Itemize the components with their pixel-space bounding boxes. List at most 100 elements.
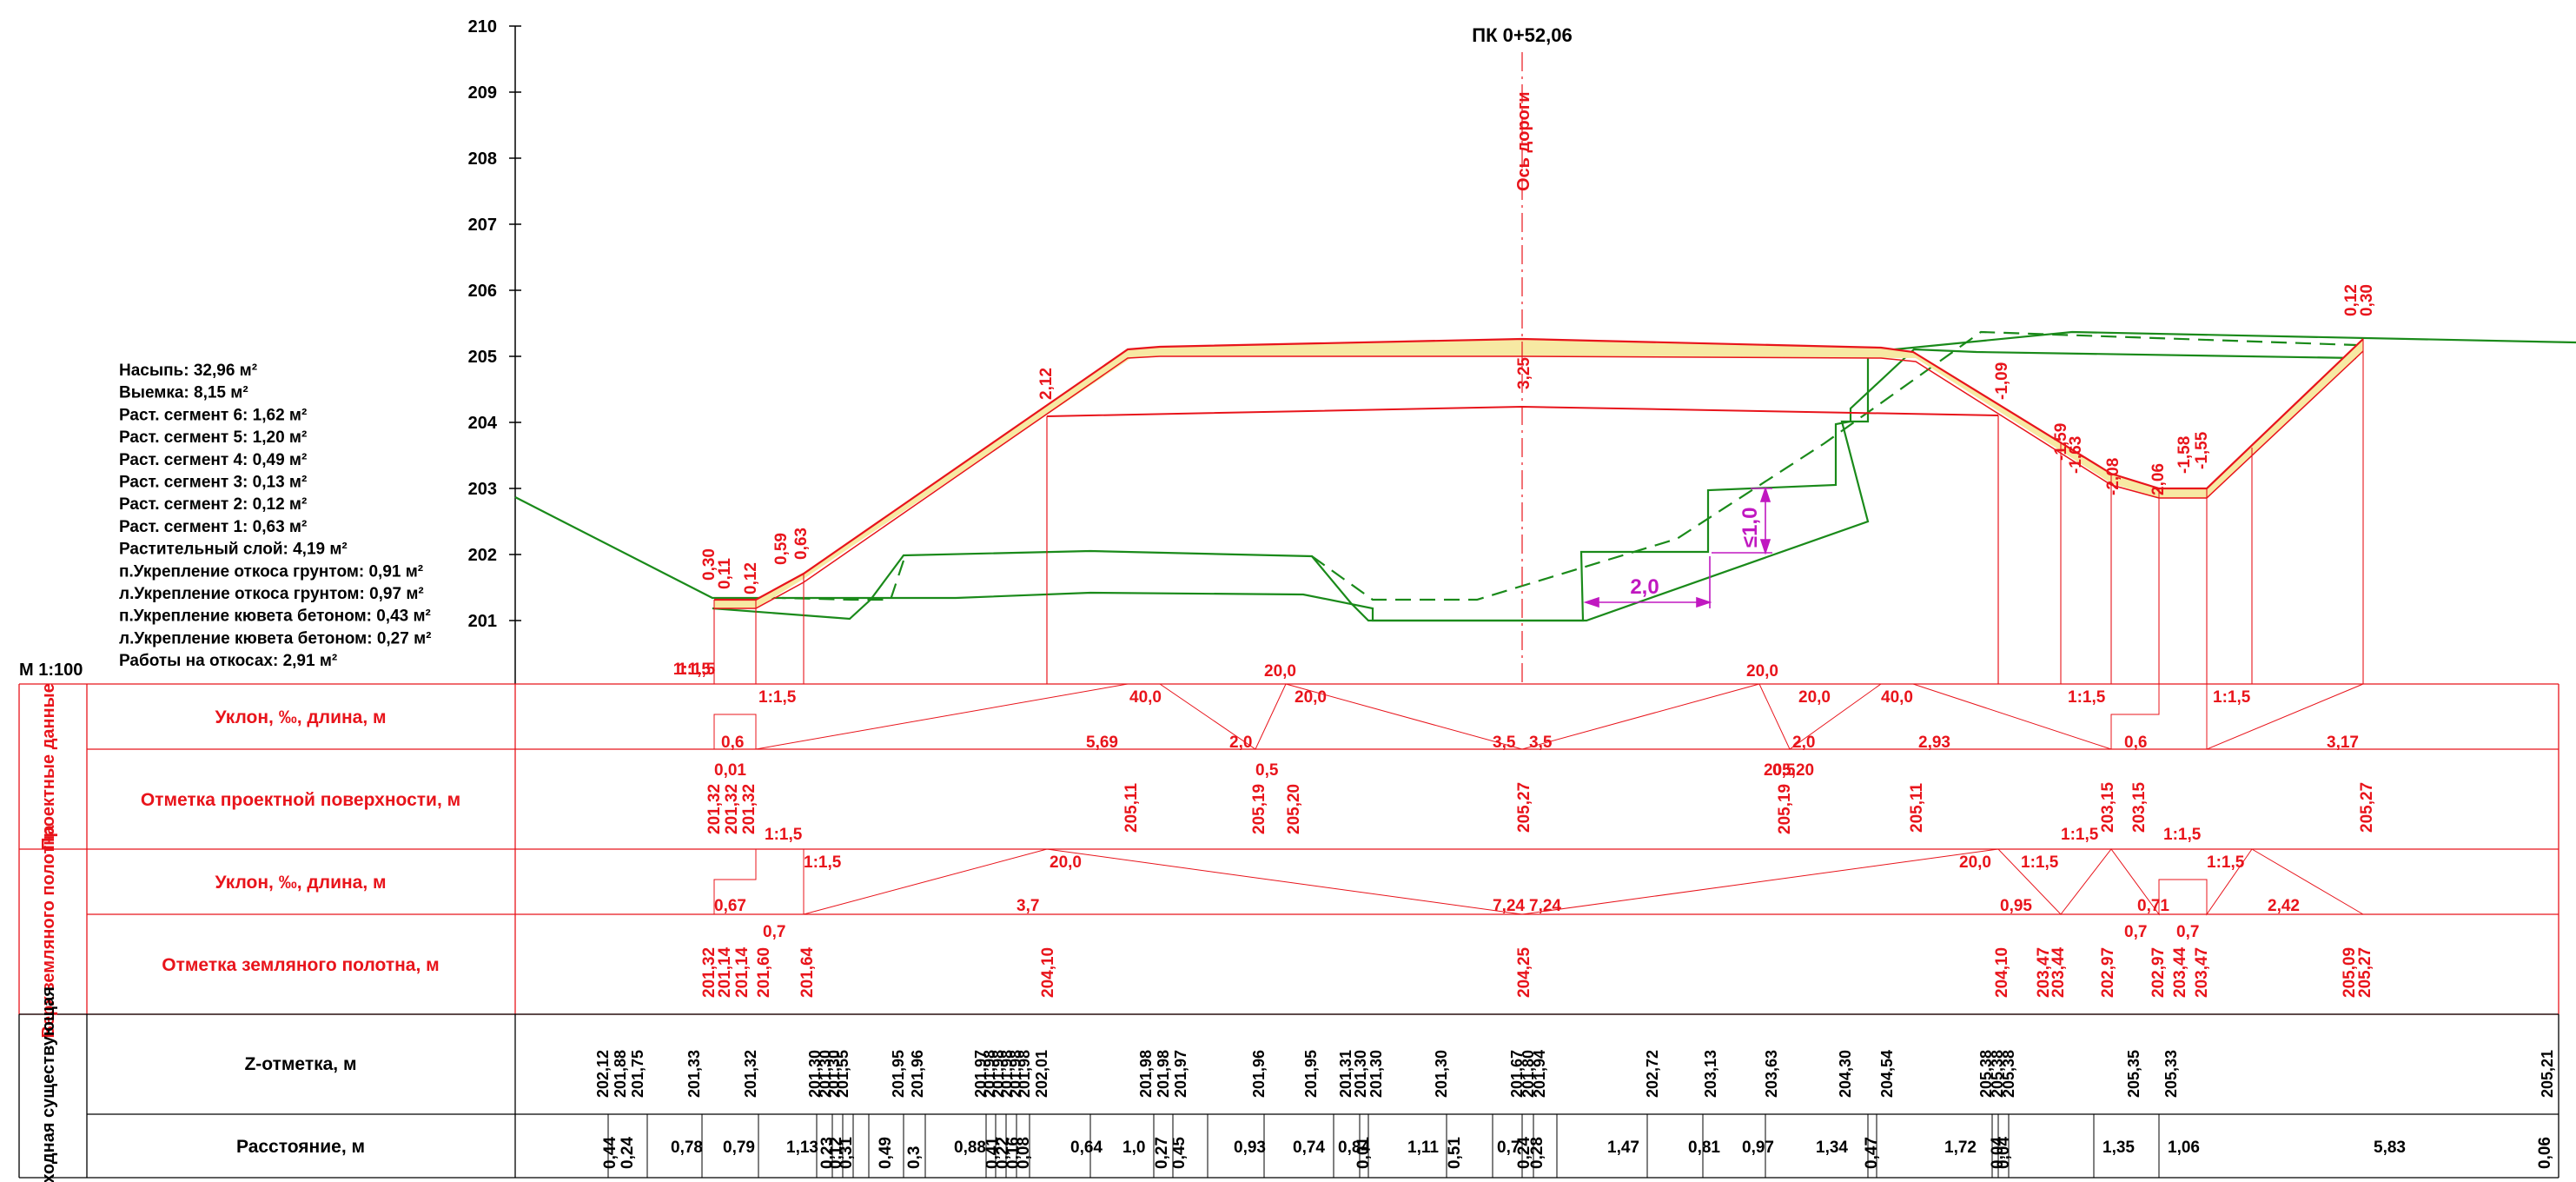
row-label-subgrade-elev: Отметка земляного полотна, м [162, 955, 439, 975]
distance-value: 0,84 [1338, 1139, 1370, 1157]
subgrade-slope-value: 1:1,5 [2061, 826, 2099, 844]
slope-diagram-row3 [713, 848, 2364, 916]
design-slope-value: 20,0 [1746, 662, 1778, 681]
z-elevation-value: 201,94 [1531, 1050, 1548, 1098]
subgrade-elevation-value: 203,44 [2171, 946, 2189, 998]
distance-value: 1,72 [1944, 1139, 1977, 1157]
design-slope-value: 3,5 [1493, 734, 1516, 752]
design-elevation-value: 205,19 [1776, 784, 1794, 834]
subgrade-elevation-value: 201,14 [733, 946, 752, 998]
summary-line: Выемка: 8,15 м² [119, 384, 248, 402]
z-elevation-value: 201,30 [806, 1050, 824, 1098]
distance-value: 1,35 [2103, 1139, 2135, 1157]
distance-value: 0,01 [1354, 1137, 1373, 1169]
summary-line: Насыпь: 32,96 м² [119, 362, 257, 380]
dim-width-label: 2,0 [1630, 575, 1659, 599]
design-slope-value: 1:1,5 [2213, 688, 2251, 707]
group-existing-label: Исходная существующая [39, 986, 58, 1182]
z-elevation-value: 201,98 [990, 1050, 1007, 1098]
z-elevation-value: 204,54 [1878, 1050, 1896, 1098]
elevation-tick-label: 203 [468, 480, 497, 499]
z-elevation-value: 201,96 [1250, 1050, 1268, 1098]
subgrade-elevation-value: 203,47 [2193, 947, 2211, 998]
subgrade-elevation-value: 201,64 [798, 946, 817, 998]
distance-value: 0,88 [954, 1139, 986, 1157]
z-elevation-value: 201,30 [1352, 1050, 1369, 1098]
distance-value: 1,13 [786, 1139, 818, 1157]
subgrade-elevation-value: 205,09 [2341, 947, 2359, 998]
slope-diagram-row1 [713, 683, 2364, 750]
design-slope-value: 3,17 [2327, 734, 2359, 752]
distance-value: 0,64 [1070, 1139, 1103, 1157]
distance-value: 0,08 [1015, 1137, 1033, 1169]
z-elevation-value: 205,33 [2162, 1050, 2180, 1098]
z-elevation-value: 201,98 [1016, 1050, 1033, 1098]
design-elevation-value: 205,19 [1250, 784, 1268, 834]
distance-value: 1,11 [1407, 1139, 1439, 1157]
data-table-grid [18, 683, 2559, 1179]
z-elevation-value: 201,32 [742, 1050, 759, 1098]
elevation-tick-label: 204 [468, 414, 498, 433]
distance-value: 1,47 [1607, 1139, 1639, 1157]
page-title: ПК 0+52,06 [1472, 24, 1573, 46]
distance-value: 0,27 [1153, 1137, 1171, 1169]
z-elevation-value: 205,38 [1989, 1050, 2006, 1098]
subgrade-slope-value: 2,42 [2268, 897, 2300, 915]
slope-label-left: 1:1,5 [673, 661, 712, 679]
profile-height-label: -1,59 [2052, 423, 2070, 461]
subgrade-slope-value: 1:1,5 [2021, 853, 2059, 872]
row6-ticks [607, 1114, 2559, 1178]
z-elevation-value: 202,12 [594, 1050, 612, 1098]
subgrade-slope-value: 0,95 [2000, 897, 2032, 915]
design-elevation-value: 205,27 [1515, 782, 1533, 833]
z-elevation-value: 201,55 [834, 1050, 851, 1098]
projection-lines [713, 339, 2364, 684]
summary-line: п.Укрепление откоса грунтом: 0,91 м² [119, 562, 423, 581]
profile-height-label: 0,63 [792, 528, 811, 560]
profile-height-label: 2,12 [1037, 368, 1056, 400]
design-elevation-value: 0,01 [714, 761, 746, 780]
z-elevation-value: 201,30 [1433, 1050, 1450, 1098]
subgrade-slope-value: 7,24 [1529, 897, 1561, 915]
distance-value: 0,79 [723, 1139, 755, 1157]
z-elevation-value: 203,63 [1763, 1050, 1780, 1098]
subgrade-elevation-value: 0,7 [2176, 923, 2199, 941]
profile-height-label: 0,11 [716, 558, 734, 589]
z-elevation-value: 201,30 [1367, 1050, 1385, 1098]
distance-value: 0,97 [1742, 1139, 1774, 1157]
distance-value: 1,06 [2168, 1139, 2200, 1157]
z-elevation-value: 201,75 [629, 1050, 646, 1098]
elevation-tick-label: 201 [468, 612, 497, 631]
summary-block: Насыпь: 32,96 м² Выемка: 8,15 м² Раст. сег… [119, 362, 431, 670]
design-elevation-value: 0,5 [1772, 761, 1796, 780]
profile-height-label: 0,12 [2342, 284, 2361, 316]
design-elevation-value: 205,27 [2358, 782, 2376, 833]
distance-value: 5,83 [2374, 1139, 2406, 1157]
design-slope-value: 1:1,5 [678, 661, 716, 679]
z-elevation-value: 201,96 [909, 1050, 926, 1098]
z-elevation-value: 204,30 [1837, 1050, 1854, 1098]
design-slope-value: 0,6 [721, 734, 744, 752]
distance-value: 0,81 [1688, 1139, 1720, 1157]
elevation-tick-label: 202 [468, 546, 497, 565]
summary-line: Раст. сегмент 1: 0,63 м² [119, 518, 307, 536]
summary-line: Работы на откосах: 2,91 м² [119, 652, 337, 670]
design-elevation-value: 205,11 [1908, 783, 1926, 833]
z-elevation-value: 201,33 [685, 1050, 703, 1098]
distance-value: 0,51 [1446, 1137, 1464, 1169]
profile-height-label: -1,58 [2175, 436, 2194, 474]
row-label-design-elev: Отметка проектной поверхности, м [141, 790, 460, 810]
profile-height-label: 0,12 [742, 562, 760, 594]
group-design-label: Проектные данные [39, 683, 58, 850]
subgrade-elevation-value: 202,97 [2149, 947, 2168, 998]
summary-line: Раст. сегмент 3: 0,13 м² [119, 474, 307, 492]
summary-line: п.Укрепление кювета бетоном: 0,43 м² [119, 608, 431, 626]
existing-ground-dashed [781, 330, 2357, 601]
summary-line: л.Укрепление кювета бетоном: 0,27 м² [119, 629, 431, 647]
design-slope-value: 0,6 [2124, 734, 2147, 752]
distance-value: 0,41 [983, 1137, 1002, 1169]
